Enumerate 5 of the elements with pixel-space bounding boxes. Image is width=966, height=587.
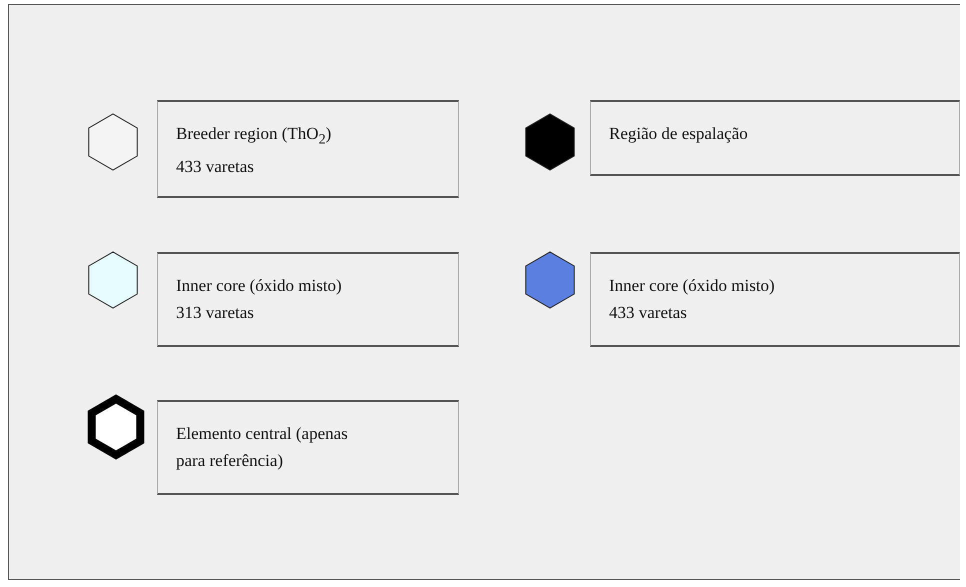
legend-label: Inner core (óxido misto) 433 varetas bbox=[609, 275, 776, 324]
legend-label: Região de espalação bbox=[609, 123, 748, 145]
legend-label: Inner core (óxido misto) 313 varetas bbox=[176, 275, 343, 324]
legend-label: Elemento central (apenas para referência) bbox=[176, 423, 349, 472]
legend-label: Breeder region (ThO$_{2}$) 433 varetas bbox=[176, 123, 332, 178]
